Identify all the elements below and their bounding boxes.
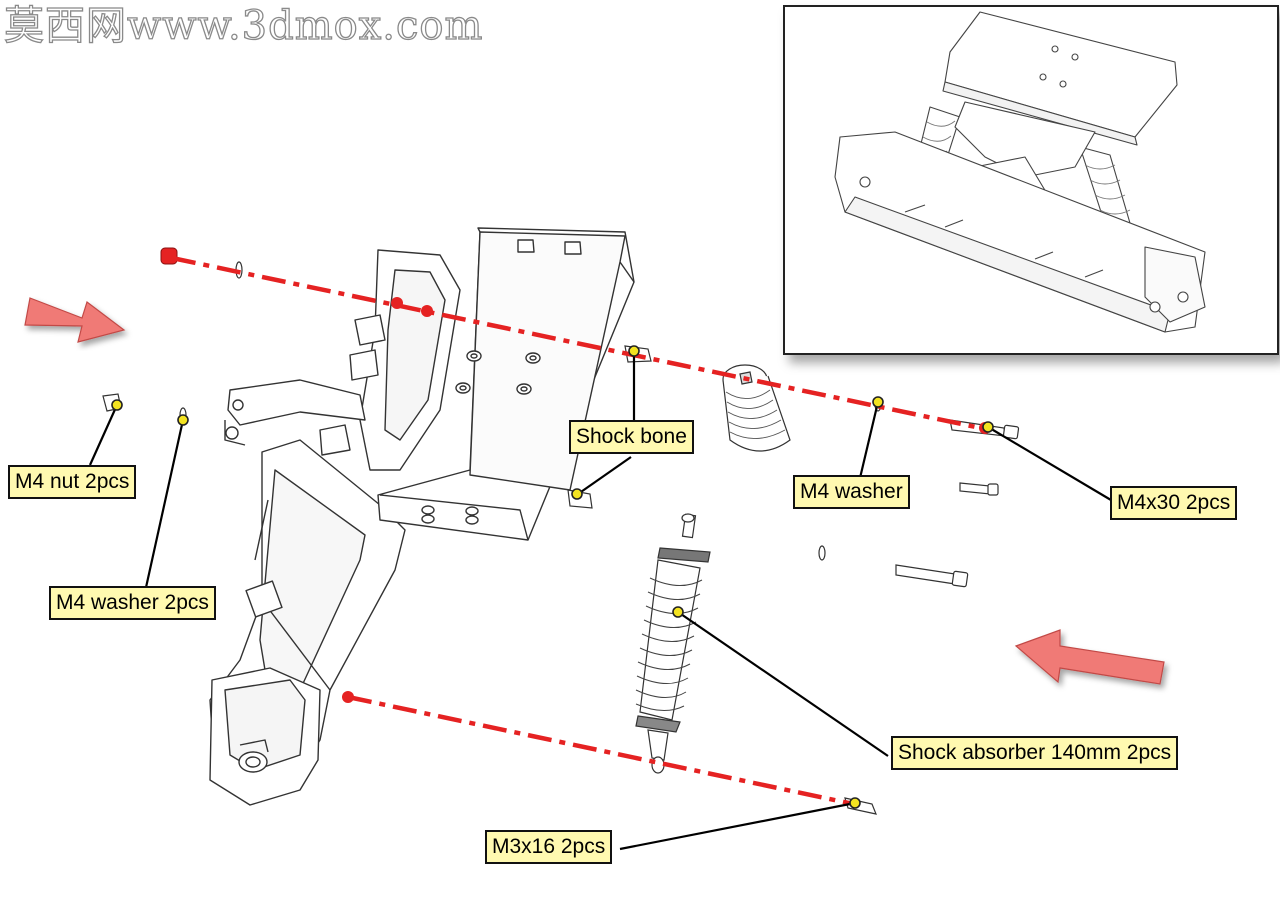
assembled-view-inset [783, 5, 1279, 355]
assembly-lines [171, 255, 991, 808]
label-m4-washer-2pcs: M4 washer 2pcs [49, 586, 216, 620]
marker-dots [111, 345, 994, 809]
label-m4-nut: M4 nut 2pcs [8, 465, 137, 499]
leader-lines [88, 351, 1117, 851]
label-m4x30: M4x30 2pcs [1110, 486, 1238, 520]
watermark: 莫西网www.3dmox.com [3, 3, 484, 49]
m4x30-bolts [895, 419, 1020, 588]
label-m4-washer: M4 washer [793, 475, 910, 509]
red-cap [160, 247, 178, 265]
label-shock-bone: Shock bone [569, 420, 694, 454]
shock-absorber-part [635, 513, 711, 774]
label-shock-absorber: Shock absorber 140mm 2pcs [891, 736, 1179, 770]
chassis-bracket [209, 227, 635, 806]
m3x16-bolt [844, 797, 877, 815]
right-pointing-arrow-icon [24, 297, 126, 343]
left-pointing-arrow-icon [1014, 629, 1165, 685]
assembled-view-drawing [834, 11, 1206, 333]
label-m3x16: M3x16 2pcs [485, 830, 613, 864]
